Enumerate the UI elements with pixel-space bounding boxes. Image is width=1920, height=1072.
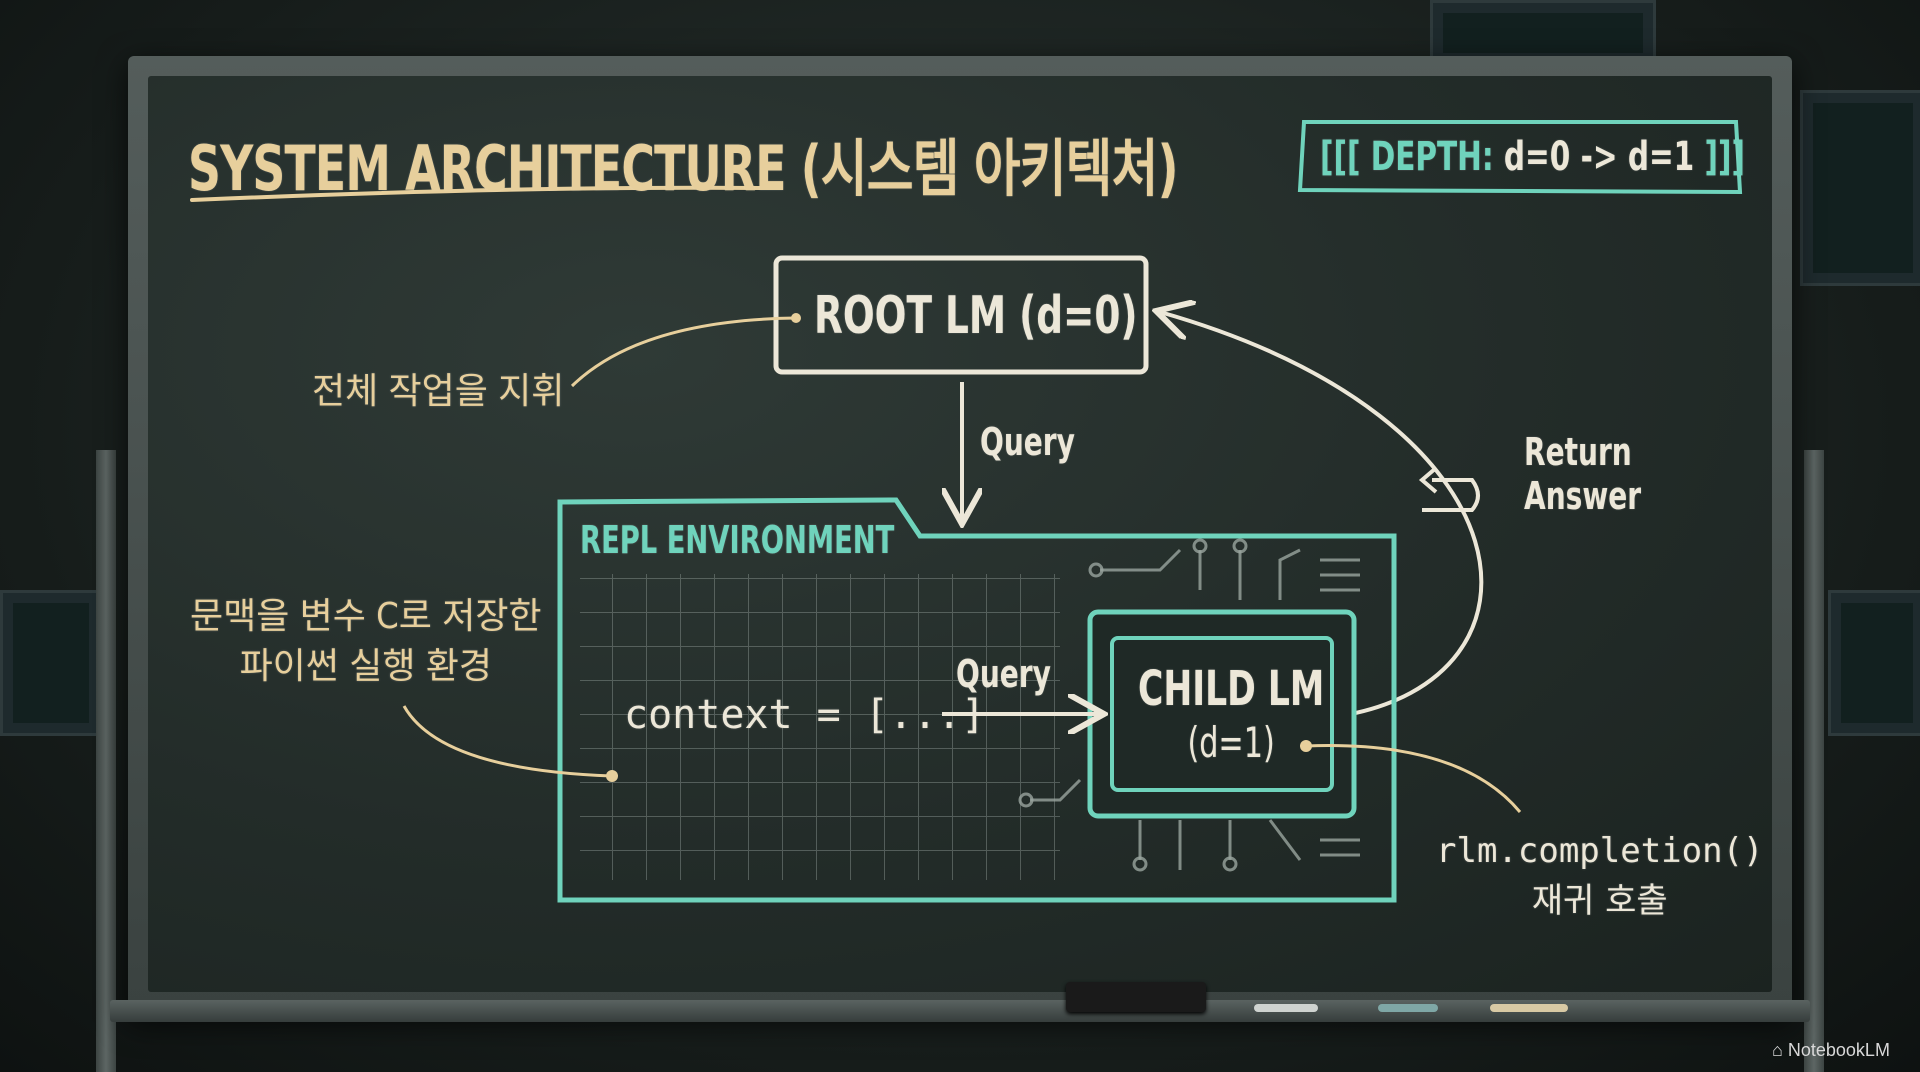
return-arrow	[1160, 312, 1484, 718]
depth-value: d=0 -> d=1	[1503, 134, 1695, 180]
depth-tag-box	[1297, 120, 1743, 195]
repl-annotation-line2: 파이썬 실행 환경	[239, 646, 492, 687]
chalk-piece	[1490, 1004, 1568, 1012]
depth-tag: [[[ DEPTH: d=0 -> d=1 ]]]	[1320, 134, 1745, 180]
return-line2: Answer	[1524, 474, 1642, 518]
watermark: ⌂ NotebookLM	[1772, 1040, 1890, 1061]
context-variable: context = [...]	[624, 692, 986, 738]
query-down-label: Query	[980, 420, 1075, 464]
notebooklm-icon: ⌂	[1772, 1040, 1788, 1060]
child-lm-line2: (d=1)	[1187, 718, 1275, 767]
watermark-text: NotebookLM	[1787, 1040, 1890, 1060]
child-annotation-line	[1305, 744, 1522, 813]
query-right-label: Query	[956, 652, 1051, 696]
repl-grid	[580, 574, 1060, 880]
repl-annotation-line	[402, 705, 613, 778]
board-leg-right	[1804, 450, 1824, 1072]
repl-environment-label: REPL ENVIRONMENT	[580, 518, 895, 562]
depth-prefix: [[[ DEPTH:	[1320, 134, 1494, 180]
circuit-traces	[1018, 538, 1360, 872]
title-underline	[190, 185, 762, 202]
return-line1: Return	[1524, 430, 1632, 474]
chalk-piece	[1254, 1004, 1318, 1012]
background-monitor-right-top	[1430, 0, 1656, 66]
board-leg-left	[96, 450, 116, 1072]
repl-environment-box	[557, 497, 1397, 903]
root-annotation: 전체 작업을 지휘	[312, 371, 565, 412]
page-title: SYSTEM ARCHITECTURE (시스템 아키텍처)	[188, 132, 1178, 205]
repl-annotation: 문맥을 변수 C로 저장한 파이썬 실행 환경	[190, 592, 542, 692]
child-annotation-line1: rlm.completion()	[1436, 831, 1764, 871]
root-lm-label: ROOT LM (d=0)	[814, 286, 1138, 346]
depth-suffix: ]]]	[1704, 134, 1745, 180]
root-box	[773, 255, 1149, 375]
child-annotation-line2: 재귀 호출	[1531, 881, 1668, 921]
return-icon	[1418, 466, 1480, 512]
return-answer-label: Return Answer	[1524, 430, 1641, 518]
child-lm-line1: CHILD LM	[1138, 661, 1325, 717]
repl-annotation-line1: 문맥을 변수 C로 저장한	[190, 596, 542, 637]
background-monitor-right	[1800, 90, 1920, 286]
child-lm-label: CHILD LM (d=1)	[1138, 662, 1324, 770]
background-monitor-right-low	[1828, 590, 1920, 736]
eraser	[1066, 982, 1206, 1012]
root-annotation-line	[570, 316, 797, 388]
child-inner-box	[1110, 636, 1334, 792]
background-monitor-left	[0, 590, 102, 736]
chalk-piece	[1378, 1004, 1438, 1012]
child-annotation: rlm.completion() 재귀 호출	[1436, 826, 1764, 926]
